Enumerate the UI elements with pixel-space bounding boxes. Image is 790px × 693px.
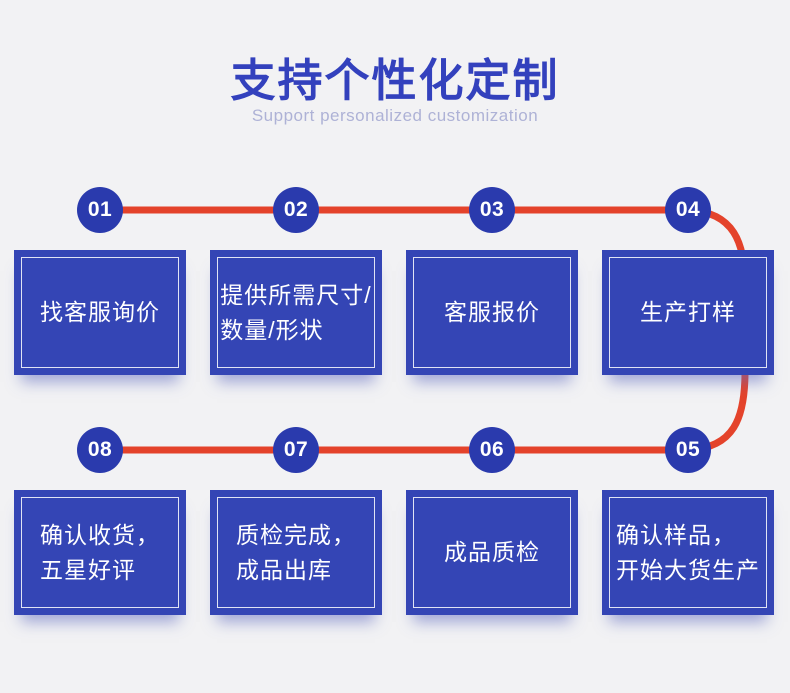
page-title: 支持个性化定制: [230, 55, 560, 106]
step-number: 02: [283, 198, 309, 221]
step-box-05: 确认样品， 开始大货生产: [602, 490, 774, 615]
step-box-01: 找客服询价: [14, 250, 186, 375]
step-number: 05: [675, 438, 701, 461]
step-label: 质检完成， 成品出库: [236, 521, 356, 583]
step-circle-04: 04: [665, 187, 711, 233]
step-box-07: 质检完成， 成品出库: [210, 490, 382, 615]
step-number: 01: [87, 198, 113, 221]
step-box-04: 生产打样: [602, 250, 774, 375]
step-circle-02: 02: [273, 187, 319, 233]
step-label: 成品质检: [444, 539, 540, 565]
step-label: 客服报价: [444, 299, 540, 325]
step-label: 找客服询价: [40, 299, 160, 325]
step-number: 08: [87, 438, 113, 461]
step-label: 确认收货， 五星好评: [40, 521, 160, 583]
step-box-03: 客服报价: [406, 250, 578, 375]
step-box-08: 确认收货， 五星好评: [14, 490, 186, 615]
step-number: 04: [675, 198, 701, 221]
step-label: 提供所需尺寸/ 数量/形状: [220, 281, 372, 343]
step-number: 07: [283, 438, 309, 461]
step-circle-07: 07: [273, 427, 319, 473]
step-box-02: 提供所需尺寸/ 数量/形状: [210, 250, 382, 375]
step-number: 06: [479, 438, 505, 461]
step-label: 确认样品， 开始大货生产: [616, 521, 760, 583]
step-circle-03: 03: [469, 187, 515, 233]
step-circle-01: 01: [77, 187, 123, 233]
step-label: 生产打样: [640, 299, 736, 325]
page-subtitle: Support personalized customization: [251, 106, 539, 125]
step-circle-05: 05: [665, 427, 711, 473]
step-box-06: 成品质检: [406, 490, 578, 615]
step-number: 03: [479, 198, 505, 221]
step-circle-08: 08: [77, 427, 123, 473]
step-circle-06: 06: [469, 427, 515, 473]
